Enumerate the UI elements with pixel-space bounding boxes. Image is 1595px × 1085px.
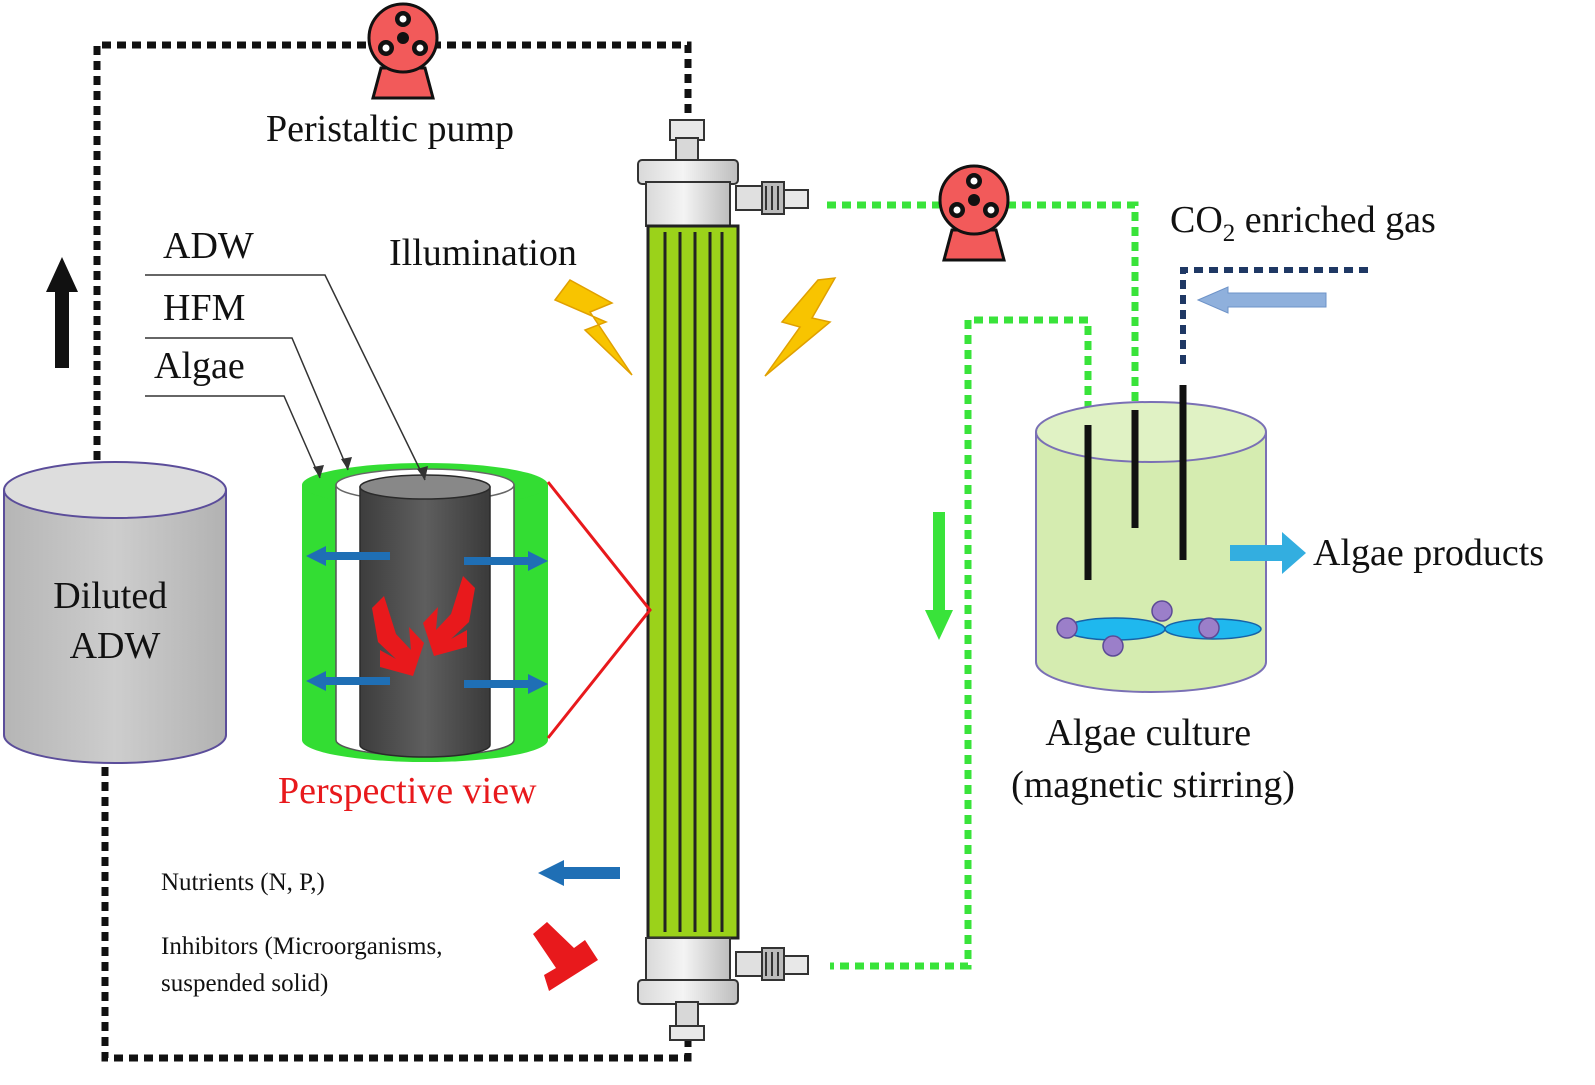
layer-leader-lines xyxy=(145,274,426,481)
algae-products-label: Algae products xyxy=(1313,532,1544,574)
arrow-left-icon xyxy=(538,860,620,886)
algae-culture-line xyxy=(827,201,1139,970)
algae-culture-vessel xyxy=(1035,385,1267,693)
inhibitor-flux-arrows xyxy=(372,576,475,676)
diluted-adw-label: Diluted ADW xyxy=(53,575,176,667)
bent-arrow-icon xyxy=(533,922,598,991)
perspective-view-cylinder xyxy=(302,463,548,762)
zoom-callout-lines xyxy=(546,481,652,739)
co2-gas-line xyxy=(1180,267,1368,368)
bent-arrow-icon xyxy=(372,596,424,676)
arrow-right-icon xyxy=(464,674,548,694)
algae-culture-label: Algae culture (magnetic stirring) xyxy=(1011,712,1295,806)
hollow-fiber-module xyxy=(637,119,809,1041)
arrow-right-icon xyxy=(1230,532,1306,574)
arrow-up-icon xyxy=(46,257,78,368)
adw-label: ADW xyxy=(163,225,254,267)
arrow-left-icon xyxy=(1196,286,1327,314)
arrow-left-icon xyxy=(306,546,390,566)
perspective-view-label: Perspective view xyxy=(278,770,537,812)
peristaltic-pump-label: Peristaltic pump xyxy=(266,108,514,150)
pump-icon xyxy=(938,164,1010,262)
nutrients-label: Nutrients (N, P,) xyxy=(161,869,325,896)
lightning-bolt-icon xyxy=(553,279,633,376)
co2-enriched-gas-label: CO2 enriched gas xyxy=(1170,199,1436,247)
pump-icon xyxy=(367,2,439,100)
inhibitors-label: Inhibitors (Microorganisms, suspended so… xyxy=(161,933,449,997)
diluted-adw-tank xyxy=(3,461,227,764)
arrow-down-icon xyxy=(925,512,953,640)
illumination-label: Illumination xyxy=(389,232,577,274)
hfm-label: HFM xyxy=(163,287,245,329)
nutrient-flux-arrows xyxy=(306,546,548,694)
bent-arrow-icon xyxy=(423,576,475,656)
algae-layer-label: Algae xyxy=(154,345,245,387)
arrow-left-icon xyxy=(306,671,390,691)
arrow-right-icon xyxy=(464,551,548,571)
lightning-bolt-icon xyxy=(764,277,837,377)
